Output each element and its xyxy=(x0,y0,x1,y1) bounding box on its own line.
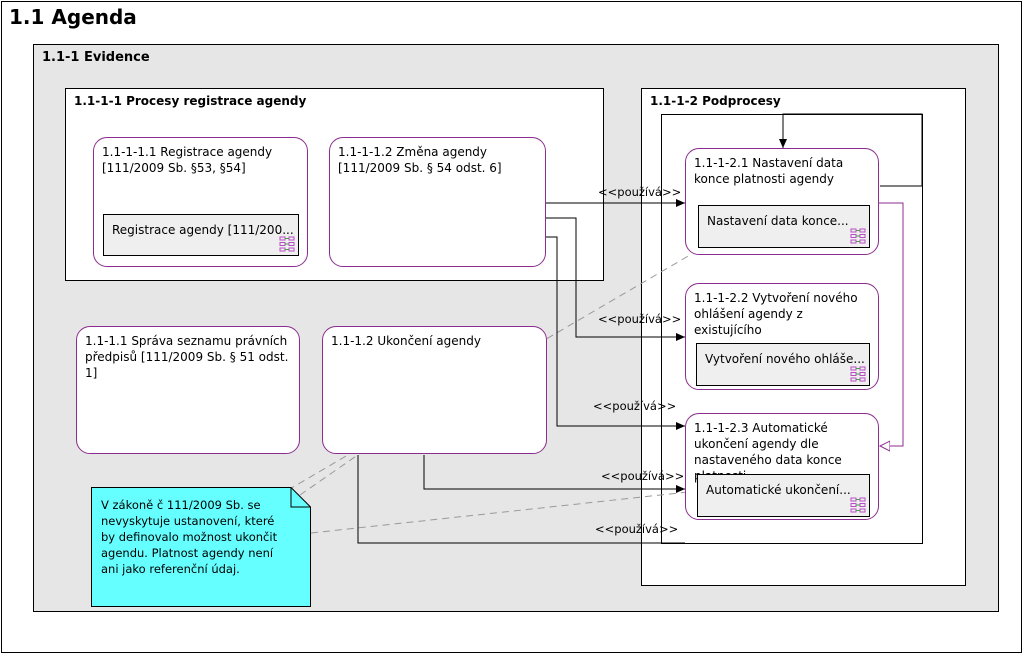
subprocess-link[interactable]: Vytvoření nového ohláše... xyxy=(696,343,870,386)
uses-connector xyxy=(546,236,685,430)
subprocess-label: Registrace agendy [111/200... xyxy=(112,223,294,237)
stereotype-label: <<používá>> xyxy=(595,522,679,536)
subprocess-label: Automatické ukončení... xyxy=(706,483,851,497)
diagram-icon xyxy=(279,236,295,252)
process-title: 1.1-1-2.3 Automatické xyxy=(694,421,828,435)
process-sprava-seznamu[interactable]: 1.1-1.1 Správa seznamu právních předpisů… xyxy=(76,326,300,454)
process-title-cont: nastaveného data konce xyxy=(694,453,842,467)
note-line: agendu. Platnost agendy není xyxy=(101,546,274,560)
process-reference: [111/2009 Sb. § 54 odst. 6] xyxy=(338,161,502,175)
process-reference: [111/2009 Sb. §53, §54] xyxy=(102,161,246,175)
stereotype-label: <<používá>> xyxy=(601,469,685,483)
subprocess-label: Nastavení data konce... xyxy=(707,214,849,228)
diagram-icon xyxy=(850,366,866,382)
process-title: 1.1-1-1.2 Změna agendy xyxy=(338,145,488,159)
note-line: V zákoně č 111/2009 Sb. se xyxy=(101,498,261,512)
note-shape xyxy=(91,487,311,607)
process-vytvoreni-ohlaseni[interactable]: 1.1-1-2.2 Vytvoření nového ohlášení agen… xyxy=(685,283,879,390)
self-loop-connector xyxy=(779,113,923,187)
subprocess-label: Vytvoření nového ohláše... xyxy=(705,352,865,366)
process-title: 1.1-1-2.2 Vytvoření nového xyxy=(694,291,858,305)
note-text: V zákoně č 111/2009 Sb. se nevyskytuje u… xyxy=(101,497,281,577)
process-title-cont: 1] xyxy=(85,366,98,380)
package-evidence-title: 1.1-1 Evidence xyxy=(42,50,150,65)
note-line: nevyskytuje ustanovení, které xyxy=(101,514,275,528)
note-anchor-line xyxy=(299,451,363,496)
subprocess-link[interactable]: Automatické ukončení... xyxy=(697,474,870,517)
note[interactable]: V zákoně č 111/2009 Sb. se nevyskytuje u… xyxy=(91,487,311,607)
stereotype-label: <<používá>> xyxy=(598,312,682,326)
process-nastaveni-data[interactable]: 1.1-1-2.1 Nastavení data konce platnosti… xyxy=(685,148,879,255)
process-zmena-agendy[interactable]: 1.1-1-1.2 Změna agendy [111/2009 Sb. § 5… xyxy=(329,137,546,267)
diagram-icon xyxy=(850,497,866,513)
stereotype-label: <<používá>> xyxy=(593,399,677,413)
process-title: 1.1-1.1 Správa seznamu právních xyxy=(85,334,288,348)
generalization-connector xyxy=(879,202,904,446)
process-title-cont: konce platnosti agendy xyxy=(694,172,835,186)
process-title-cont: ohlášení agendy z existujícího xyxy=(694,307,803,337)
package-registrace-title: 1.1-1-1 Procesy registrace agendy xyxy=(74,94,307,108)
process-title: 1.1-1-2.1 Nastavení data xyxy=(694,156,844,170)
subprocess-link[interactable]: Nastavení data konce... xyxy=(698,205,870,248)
process-ukonceni-agendy[interactable]: 1.1-1.2 Ukončení agendy xyxy=(322,326,547,454)
process-title: 1.1-1.2 Ukončení agendy xyxy=(331,334,481,348)
note-anchor-line xyxy=(310,491,689,534)
diagram-icon xyxy=(850,228,866,244)
package-podprocesy-title: 1.1-1-2 Podprocesy xyxy=(650,94,781,108)
uses-connector xyxy=(357,455,685,544)
process-title: 1.1-1-1.1 Registrace agendy xyxy=(102,145,273,159)
page-title: 1.1 Agenda xyxy=(9,5,137,29)
stereotype-label: <<používá>> xyxy=(598,185,682,199)
note-line: by definovalo možnost ukončit xyxy=(101,530,278,544)
note-line: ani jako referenční údaj. xyxy=(101,562,240,576)
uses-connector xyxy=(423,455,685,493)
uses-connector xyxy=(546,217,685,341)
process-title-cont: předpisů [111/2009 Sb. § 51 odst. xyxy=(85,350,289,364)
process-automaticke-ukonceni[interactable]: 1.1-1-2.3 Automatické ukončení agendy dl… xyxy=(685,413,879,520)
subprocess-link[interactable]: Registrace agendy [111/200... xyxy=(103,214,299,256)
process-title-cont: ukončení agendy dle xyxy=(694,437,819,451)
process-registrace-agendy[interactable]: 1.1-1-1.1 Registrace agendy [111/2009 Sb… xyxy=(93,137,308,267)
